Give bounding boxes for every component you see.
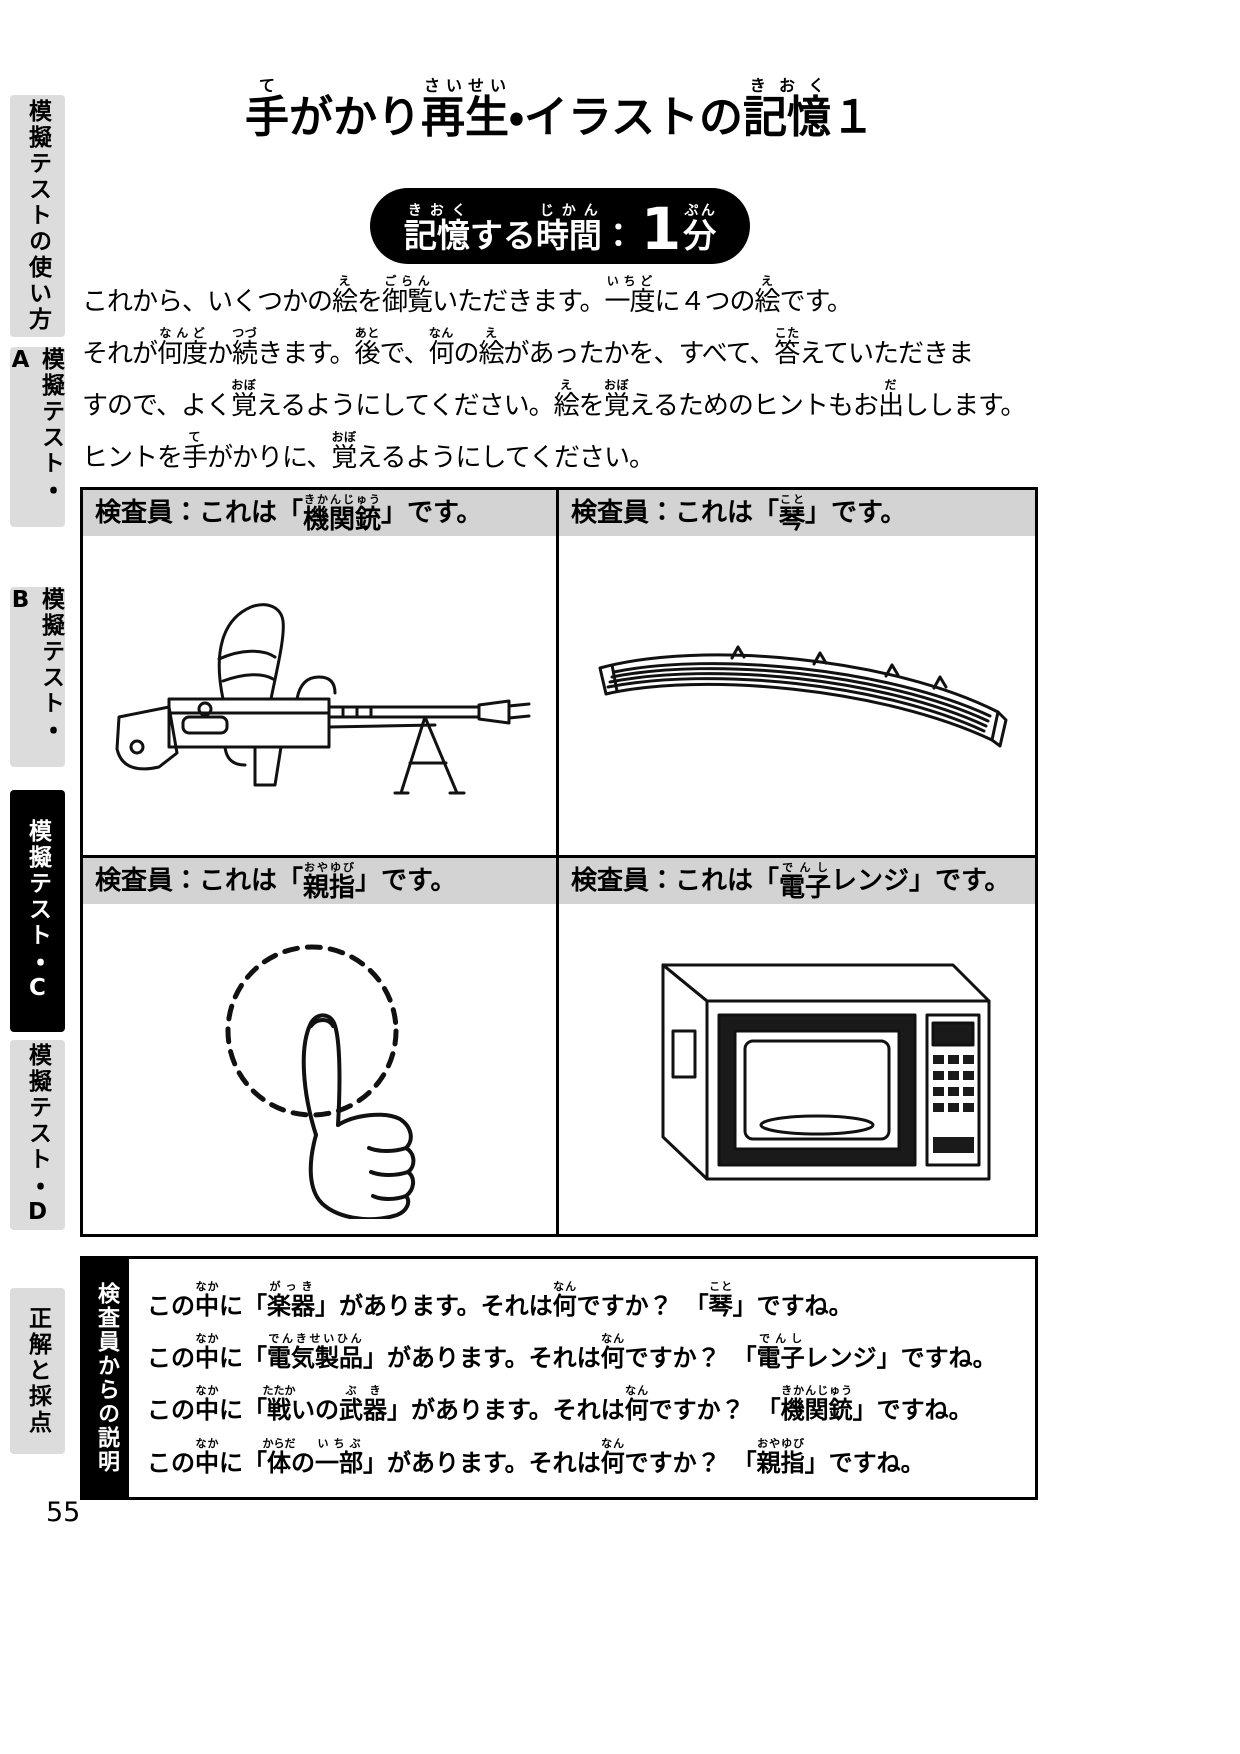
thumb-icon: [225, 944, 415, 1219]
illustration-grid: 検査員：これは「機関銃きかんじゅう」です。: [80, 487, 1038, 1237]
grid-cell-microwave: 検査員：これは「電子でんしレンジ」です。: [559, 858, 1035, 1234]
sidebar-tab-test-c-active: 模擬テスト・C: [10, 790, 65, 1032]
grid-cell-thumb: 検査員：これは「親指おやゆび」です。: [83, 858, 559, 1234]
cell-caption-thumb: 検査員：これは「親指おやゆび」です。: [83, 858, 556, 904]
instructions-line: これから、いくつかの絵えを御覧ごらんいただきます。一度いちどに４つの絵えです。: [82, 274, 853, 317]
instructions-line: すので、よく覚おぼえるようにしてください。絵えを覚おぼえるためのヒントもお出だし…: [82, 378, 1026, 421]
examiner-box-label: 検査員からの説明: [83, 1259, 129, 1497]
examiner-line: この中なかに「楽器がっき」があります。それは何なんですか？ 「琴こと」ですね。: [147, 1279, 853, 1320]
page-number: 55: [46, 1497, 81, 1528]
examiner-line: この中なかに「電気製品でんきせいひん」があります。それは何なんですか？ 「電子で…: [147, 1332, 997, 1373]
examiner-line: この中なかに「戦たたかいの武器ぶき」があります。それは何なんですか？ 「機関銃き…: [147, 1384, 973, 1425]
cell-caption-koto: 検査員：これは「琴こと」です。: [559, 490, 1035, 536]
grid-cell-machine-gun: 検査員：これは「機関銃きかんじゅう」です。: [83, 490, 559, 858]
microwave-illustration: [559, 904, 1035, 1234]
sidebar-tab-how-to-use: 模擬テストの使い方: [10, 95, 65, 337]
memorize-time-badge: 記憶きおくする時間じかん： 1 分ぷん: [369, 188, 751, 264]
examiner-line: この中なかに「体からだの一部いちぶ」があります。それは何なんですか？ 「親指おや…: [147, 1436, 925, 1477]
examiner-box-lines: この中なかに「楽器がっき」があります。それは何なんですか？ 「琴こと」ですね。 …: [129, 1259, 1035, 1497]
instructions-line: ヒントを手てがかりに、覚おぼえるようにしてください。: [82, 430, 655, 473]
grid-cell-koto: 検査員：これは「琴こと」です。: [559, 490, 1035, 858]
cell-caption-machine-gun: 検査員：これは「機関銃きかんじゅう」です。: [83, 490, 556, 536]
microwave-icon: [661, 963, 991, 1181]
cell-caption-microwave: 検査員：これは「電子でんしレンジ」です。: [559, 858, 1035, 904]
koto-icon: [598, 645, 1008, 747]
machine-gun-icon: [115, 602, 530, 794]
instructions-line: それが何度なんどか続つづきます。後あとで、何なんの絵えがあったかを、すべて、答こ…: [82, 326, 974, 369]
examiner-box: 検査員からの説明 この中なかに「楽器がっき」があります。それは何なんですか？ 「…: [80, 1256, 1038, 1500]
thumb-illustration: [83, 904, 556, 1234]
badge-minutes-unit: 分ぷん: [683, 203, 717, 256]
machine-gun-illustration: [83, 536, 556, 855]
time-badge-row: 記憶きおくする時間じかん： 1 分ぷん: [80, 188, 1040, 264]
koto-illustration: [559, 536, 1035, 855]
page-title: 手てがかり再生さいせい・イラストの記憶きおく１: [244, 76, 876, 143]
sidebar-tab-test-a: 模擬テスト・A: [8, 347, 65, 527]
badge-label: 記憶きおくする時間じかん：: [403, 203, 635, 256]
sidebar-tab-answers-scoring: 正解と採点: [10, 1288, 65, 1454]
sidebar-tab-test-d: 模擬テスト・D: [10, 1040, 65, 1230]
badge-minutes-value: 1: [640, 195, 682, 264]
instructions-text: これから、いくつかの絵えを御覧ごらんいただきます。一度いちどに４つの絵えです。 …: [82, 274, 1040, 482]
sidebar-tab-test-b: 模擬テスト・B: [8, 587, 65, 767]
